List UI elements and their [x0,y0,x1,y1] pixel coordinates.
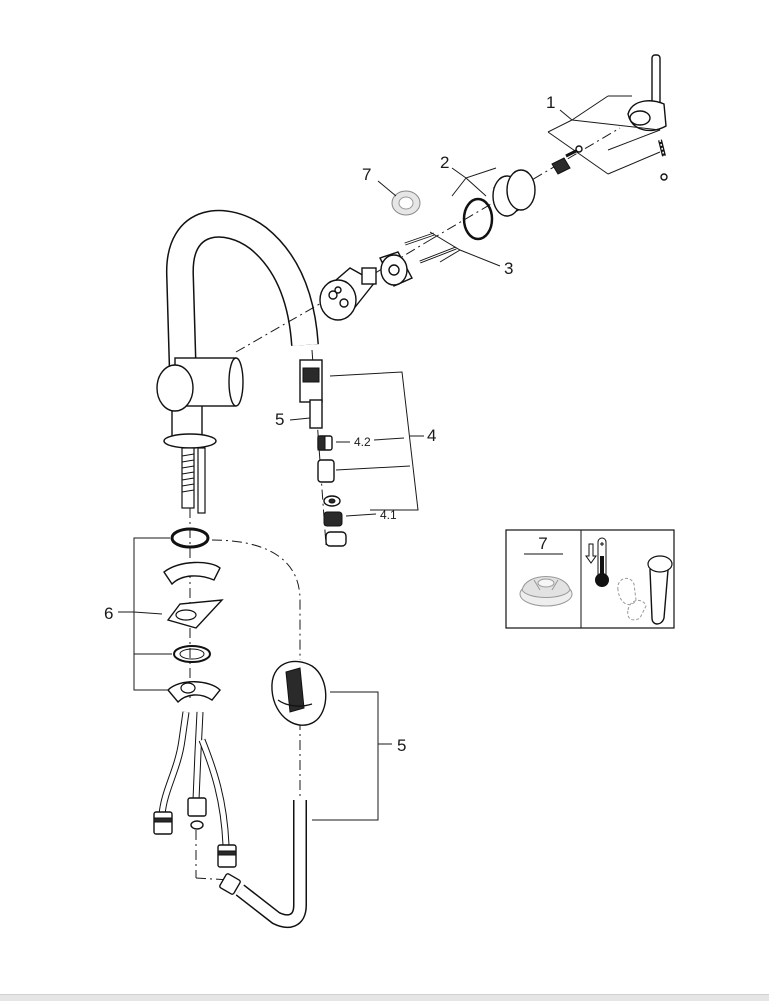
callout-5-upper: 5 [275,410,284,429]
part-4-2-insert [317,435,333,451]
cartridge-flange [379,251,413,287]
cartridge [319,267,377,321]
spray-hose-coupling [299,359,323,429]
thermometer-icon [585,537,609,587]
callout-labels: 1 2 3 4 4.1 4.2 5 5 6 7 [104,93,555,755]
callout-7: 7 [362,165,371,184]
spray-tube [317,459,335,483]
legend-disk-icon [519,576,573,607]
supply-hoses [153,711,237,868]
leader-lines [118,95,661,821]
legend-box: 7 [505,529,675,629]
page-footer-bar [0,994,769,1001]
callout-4-2: 4.2 [354,435,371,449]
callout-4-1: 4.1 [380,508,397,522]
part-4-1-aerator [323,495,347,547]
callout-3: 3 [504,259,513,278]
part-1-lever [627,54,668,181]
spray-head [271,660,327,726]
faucet-body [156,209,319,514]
callout-6: 6 [104,604,113,623]
shank-thread [181,453,195,493]
mounting-kit [163,527,224,704]
fixing-screws [404,232,457,264]
spray-hose [219,800,307,929]
part-2-sleeve [462,169,536,241]
lever-position-icon [617,555,673,625]
part-7-disk [391,190,421,216]
callout-2: 2 [440,153,449,172]
callout-4: 4 [427,426,436,445]
adapter-nut [551,145,583,175]
callout-1: 1 [546,93,555,112]
legend-part-label: 7 [538,534,547,553]
callout-5-lower: 5 [397,736,406,755]
